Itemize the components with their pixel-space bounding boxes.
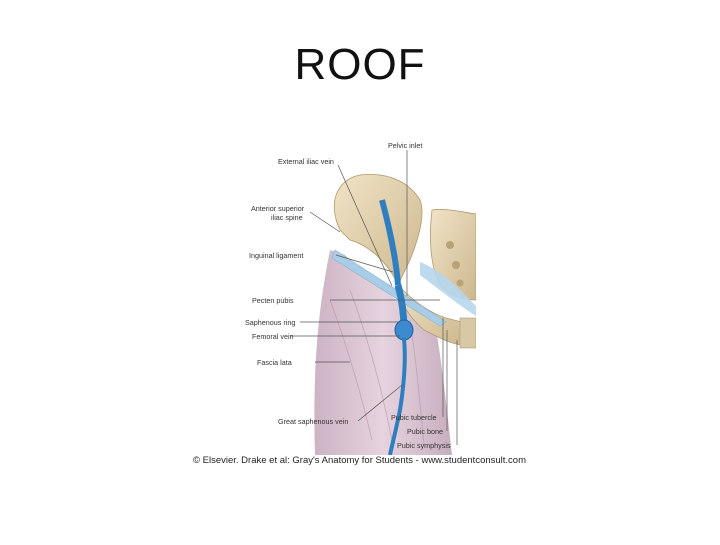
slide-title: ROOF [294,40,426,89]
label-saphenous-ring: Saphenous ring [245,318,295,327]
external-iliac-vein [379,199,401,286]
fascia-lata-region [314,250,452,455]
label-pecten-pubis: Pecten pubis [252,296,294,305]
label-pubic-bone: Pubic bone [407,427,443,436]
label-external-iliac-vein: External iliac vein [278,157,334,166]
great-saphenous-vein [388,337,407,455]
label-pubic-tubercle: Pubic tubercle [391,413,437,422]
saphenous-ring [394,319,414,341]
label-asis-line1: Anterior superior [251,204,305,213]
label-femoral-vein: Femoral vein [252,332,294,341]
label-great-saphenous-vein: Great saphenous vein [278,417,348,426]
label-pubic-symphysis: Pubic symphysis [397,441,451,450]
label-pelvic-inlet: Pelvic inlet [388,141,422,150]
leader-lines [290,150,458,445]
label-fascia-lata: Fascia lata [257,358,292,367]
label-asis-line2: iliac spine [271,213,303,222]
ilium-bone [333,174,423,286]
figure-credit: © Elsevier. Drake et al: Gray's Anatomy … [193,455,527,466]
label-inguinal-ligament: Inguinal ligament [249,251,303,260]
